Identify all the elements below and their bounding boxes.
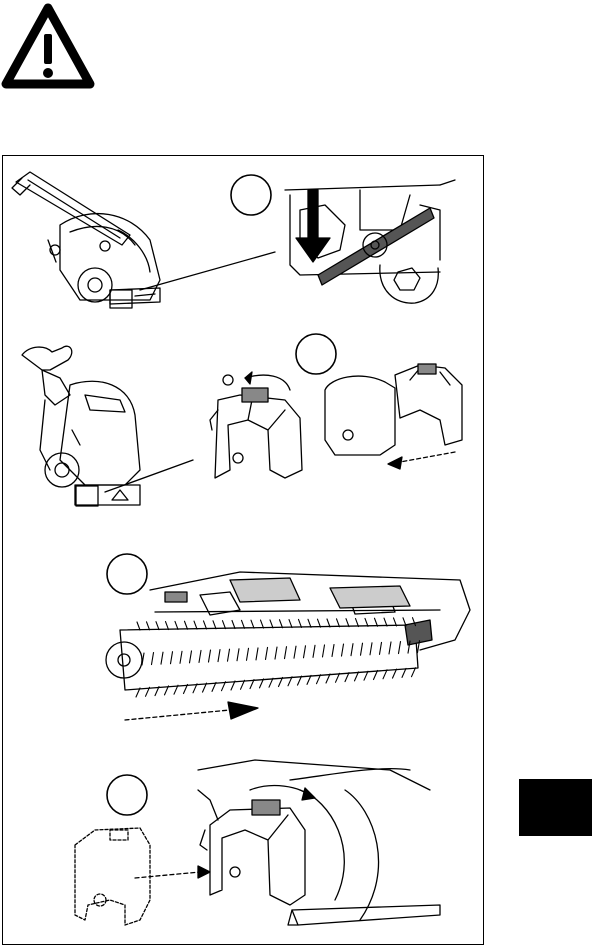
pointer-line-1 xyxy=(140,252,275,290)
machine-illustration-1 xyxy=(12,172,160,308)
cover-detail-2 xyxy=(210,388,302,478)
step-4-marker xyxy=(104,772,150,818)
bristle xyxy=(342,644,344,656)
bristle xyxy=(380,642,382,654)
step-2-marker xyxy=(293,331,339,377)
bristle xyxy=(327,619,330,627)
bristle xyxy=(166,622,169,630)
bristle xyxy=(318,619,321,627)
bristle xyxy=(223,621,226,629)
bristle xyxy=(294,646,296,658)
bristle xyxy=(323,645,325,657)
step-1-marker xyxy=(228,172,274,218)
bristle xyxy=(175,621,178,629)
bristle xyxy=(289,620,292,628)
bristle xyxy=(147,622,150,630)
bristle xyxy=(190,651,192,663)
bristle xyxy=(270,620,273,628)
pointer-line-2 xyxy=(105,460,193,492)
chassis-detail-4 xyxy=(198,760,440,925)
cover-detail-2b xyxy=(325,364,462,455)
bristle xyxy=(275,647,277,659)
bristle xyxy=(228,649,230,661)
bristle xyxy=(332,645,334,657)
bristle xyxy=(232,621,235,629)
bristle xyxy=(185,621,188,629)
bristle xyxy=(351,644,353,656)
bristle xyxy=(242,620,245,628)
bristle xyxy=(152,653,154,665)
bristle xyxy=(299,619,302,627)
bristle xyxy=(399,642,401,654)
cover-ghost-4 xyxy=(75,828,150,925)
bristle xyxy=(361,643,363,655)
bristle xyxy=(156,622,159,630)
bristle xyxy=(194,621,197,629)
bristle xyxy=(304,646,306,658)
dashed-arrow-2 xyxy=(400,452,455,462)
bristle xyxy=(256,648,258,660)
bristle xyxy=(180,651,182,663)
bristle xyxy=(204,621,207,629)
brush-bristles xyxy=(136,618,420,697)
bristle xyxy=(389,642,391,654)
bristle xyxy=(261,620,264,628)
down-arrow-icon xyxy=(296,190,330,262)
bristle xyxy=(247,648,249,660)
bristle xyxy=(199,650,201,662)
bristle xyxy=(209,650,211,662)
dashed-arrow-4 xyxy=(135,872,200,878)
bristle xyxy=(370,643,372,655)
bristle xyxy=(161,652,163,664)
bristle xyxy=(237,649,239,661)
step-3-marker xyxy=(104,551,150,597)
bristle xyxy=(171,652,173,664)
bristle xyxy=(280,620,283,628)
machine-illustration-2 xyxy=(22,346,140,506)
bristle xyxy=(313,645,315,657)
bristle xyxy=(285,647,287,659)
bristle xyxy=(213,621,216,629)
bristle xyxy=(337,619,340,627)
brush-roller-illustration xyxy=(106,572,470,690)
dashed-arrow-3 xyxy=(125,710,230,720)
bristle xyxy=(218,650,220,662)
bristle xyxy=(308,619,311,627)
bristle xyxy=(266,647,268,659)
bristle xyxy=(137,622,140,630)
bristle xyxy=(251,620,254,628)
